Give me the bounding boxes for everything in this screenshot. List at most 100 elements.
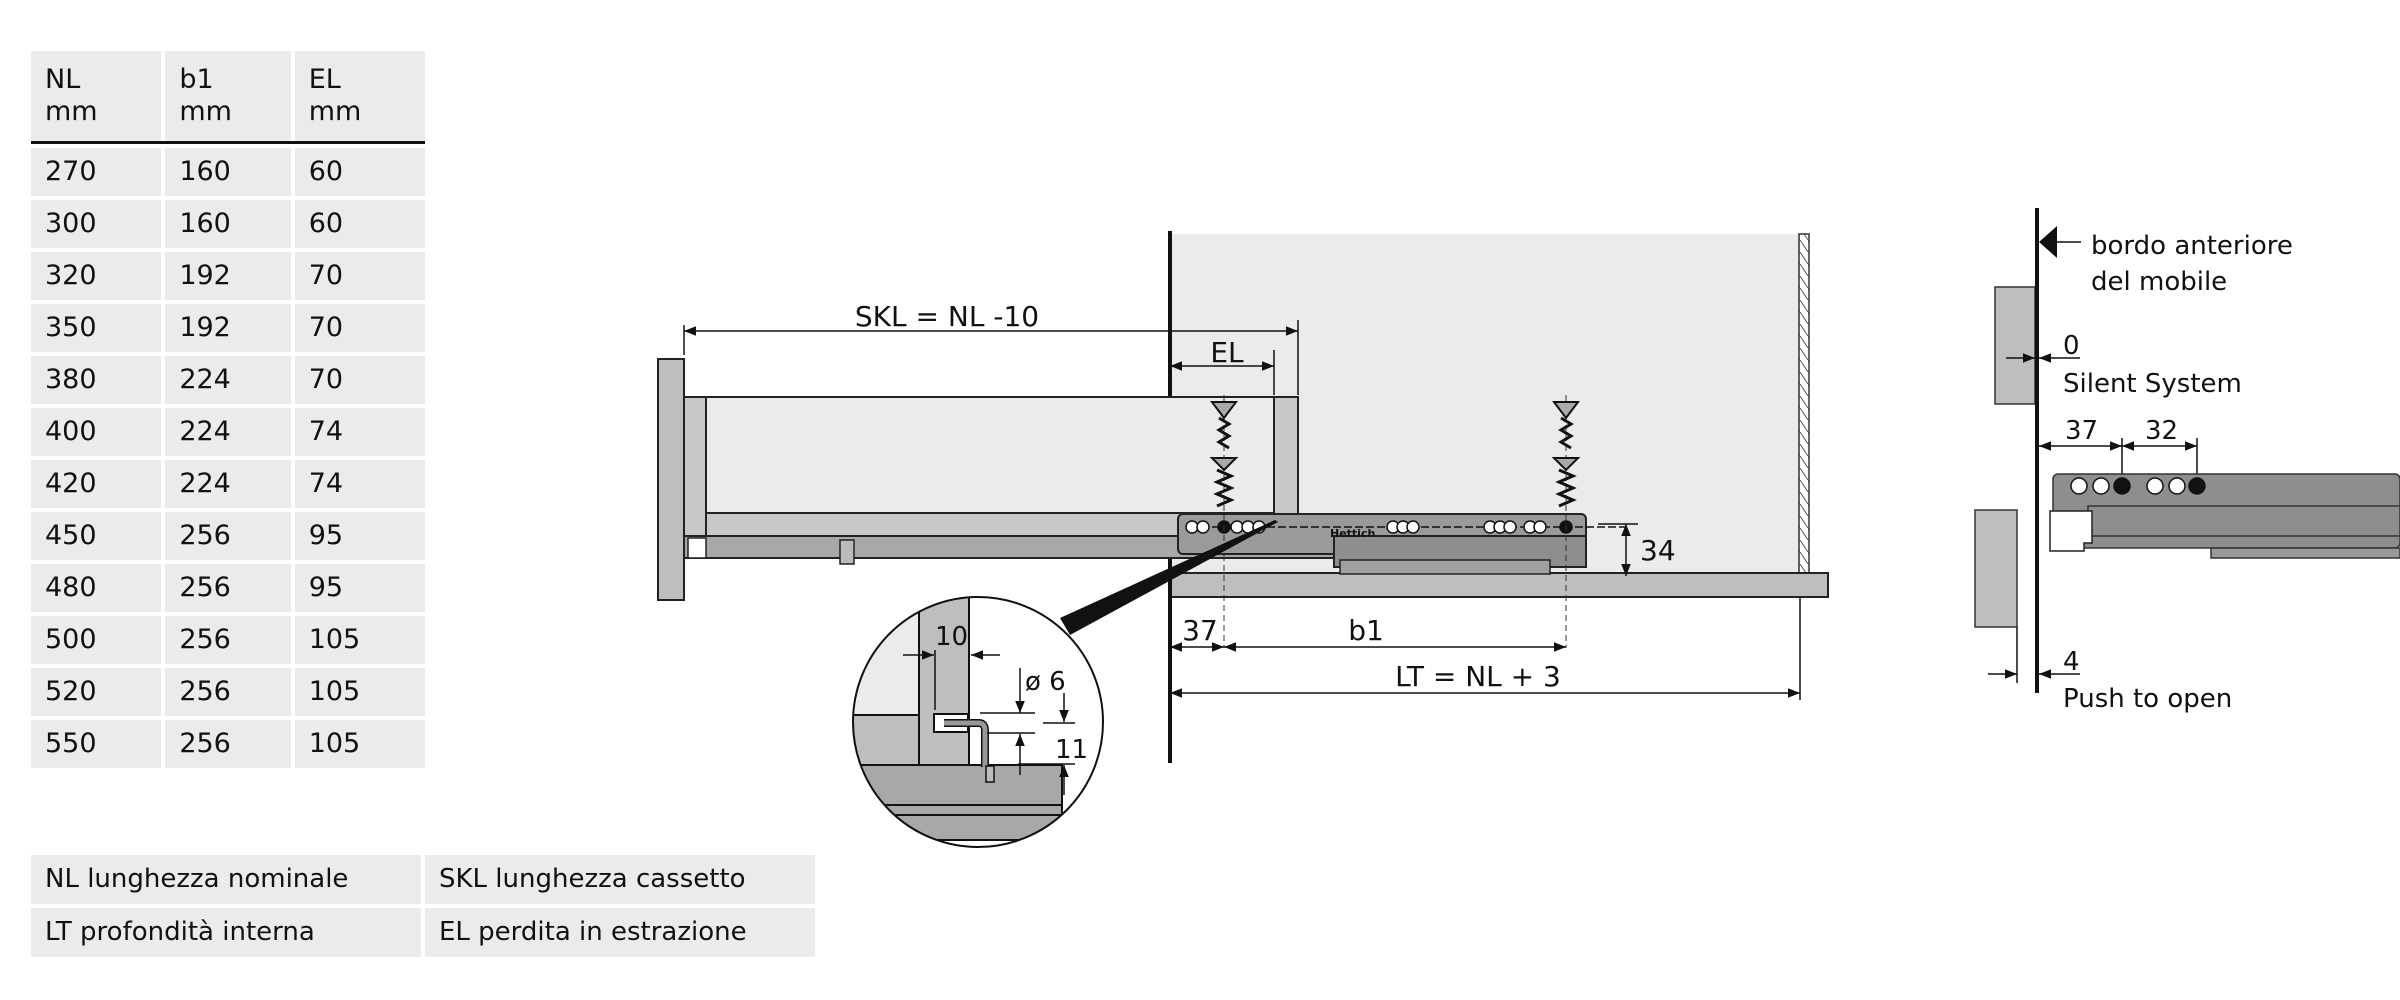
silent-system-label: Silent System bbox=[2063, 369, 2242, 399]
drawer bbox=[657, 358, 1335, 601]
table-cell: 520 bbox=[31, 668, 162, 716]
front-edge-label: bordo anteriore bbox=[2091, 231, 2293, 261]
table-cell: 300 bbox=[31, 200, 162, 248]
table-cell: 380 bbox=[31, 356, 162, 404]
header-unit: mm bbox=[308, 96, 362, 127]
fixing-hole bbox=[1503, 520, 1517, 534]
fixing-hole bbox=[2146, 477, 2164, 495]
table-cell: 105 bbox=[294, 720, 426, 768]
table-cell: 256 bbox=[165, 616, 291, 664]
el-label: EL bbox=[1210, 336, 1244, 369]
fixing-hole bbox=[1230, 520, 1244, 534]
screw-icon bbox=[1209, 395, 1239, 648]
fixing-hole-used bbox=[2113, 477, 2131, 495]
front-lock-clip bbox=[687, 537, 707, 559]
legend-skl: SKL lunghezza cassetto bbox=[425, 855, 815, 904]
legend-el: EL perdita in estrazione bbox=[425, 908, 815, 957]
table-cell: 320 bbox=[31, 252, 162, 300]
dimension-lines bbox=[683, 320, 1801, 700]
header-unit: mm bbox=[45, 96, 98, 127]
side-view-detail: bordo anteriore del mobile 0 Silent Syst… bbox=[1974, 208, 2400, 714]
fixing-hole bbox=[1185, 520, 1199, 534]
table-cell: 224 bbox=[165, 408, 291, 456]
skl-label: SKL = NL -10 bbox=[855, 300, 1039, 333]
abbreviation-legend: NL lunghezza nominale SKL lunghezza cass… bbox=[31, 855, 815, 961]
push-gap-4: 4 bbox=[2063, 647, 2080, 677]
detail-width-10: 10 bbox=[935, 622, 968, 652]
table-cell: 160 bbox=[165, 200, 291, 248]
table-cell: 400 bbox=[31, 408, 162, 456]
table-cell: 500 bbox=[31, 616, 162, 664]
dim-37-label: 37 bbox=[1182, 614, 1218, 647]
front-edge-label-2: del mobile bbox=[2091, 267, 2227, 297]
side-dim-37: 37 bbox=[2065, 416, 2098, 446]
hettich-logo: Hettich bbox=[1330, 527, 1375, 540]
table-cell: 420 bbox=[31, 460, 162, 508]
b1-label: b1 bbox=[1348, 614, 1384, 647]
table-cell: 192 bbox=[165, 252, 291, 300]
table-cell: 256 bbox=[165, 720, 291, 768]
table-cell: 74 bbox=[294, 460, 426, 508]
lt-label: LT = NL + 3 bbox=[1395, 660, 1561, 693]
fixing-hole bbox=[2092, 477, 2110, 495]
table-cell: 70 bbox=[294, 304, 426, 352]
table-cell: 160 bbox=[165, 148, 291, 196]
front-panel-push bbox=[1974, 509, 2018, 628]
detail-height-11: 11 bbox=[1055, 735, 1088, 765]
table-cell: 95 bbox=[294, 512, 426, 560]
table-cell: 550 bbox=[31, 720, 162, 768]
mounting-holes bbox=[2070, 477, 2206, 495]
table-cell: 70 bbox=[294, 252, 426, 300]
height-34-label: 34 bbox=[1640, 534, 1676, 567]
front-edge-arrow-icon bbox=[2039, 226, 2057, 258]
header-label: b1 bbox=[179, 63, 214, 95]
front-panel-silent bbox=[1994, 286, 2036, 405]
header-label: NL bbox=[45, 63, 81, 95]
table-cell: 256 bbox=[165, 564, 291, 612]
detail-diameter-6: ø 6 bbox=[1025, 667, 1066, 697]
table-cell: 95 bbox=[294, 564, 426, 612]
table-cell: 70 bbox=[294, 356, 426, 404]
screw-icon bbox=[1551, 395, 1581, 648]
legend-row: LT profondità interna EL perdita in estr… bbox=[31, 908, 815, 957]
silent-gap-0: 0 bbox=[2063, 331, 2080, 361]
detail-magnifier: 10 ø 6 11 bbox=[852, 596, 1104, 848]
drawer-clip bbox=[839, 539, 855, 565]
runner-slide: Hettich bbox=[1177, 513, 1628, 575]
mounting-holes bbox=[1185, 520, 1573, 534]
table-cell: 60 bbox=[294, 148, 426, 196]
table-cell: 224 bbox=[165, 460, 291, 508]
header-unit: mm bbox=[179, 96, 232, 127]
table-cell: 224 bbox=[165, 356, 291, 404]
side-dim-32: 32 bbox=[2145, 416, 2178, 446]
fixing-hole bbox=[2070, 477, 2088, 495]
table-cell: 270 bbox=[31, 148, 162, 196]
legend-lt: LT profondità interna bbox=[31, 908, 421, 957]
table-cell: 105 bbox=[294, 668, 426, 716]
lock-clip bbox=[2049, 510, 2093, 552]
legend-row: NL lunghezza nominale SKL lunghezza cass… bbox=[31, 855, 815, 904]
table-cell: 350 bbox=[31, 304, 162, 352]
push-to-open-label: Push to open bbox=[2063, 684, 2232, 714]
header-label: EL bbox=[308, 63, 341, 95]
table-cell: 192 bbox=[165, 304, 291, 352]
fixing-hole bbox=[1533, 520, 1547, 534]
legend-nl: NL lunghezza nominale bbox=[31, 855, 421, 904]
fixing-hole-used bbox=[2188, 477, 2206, 495]
